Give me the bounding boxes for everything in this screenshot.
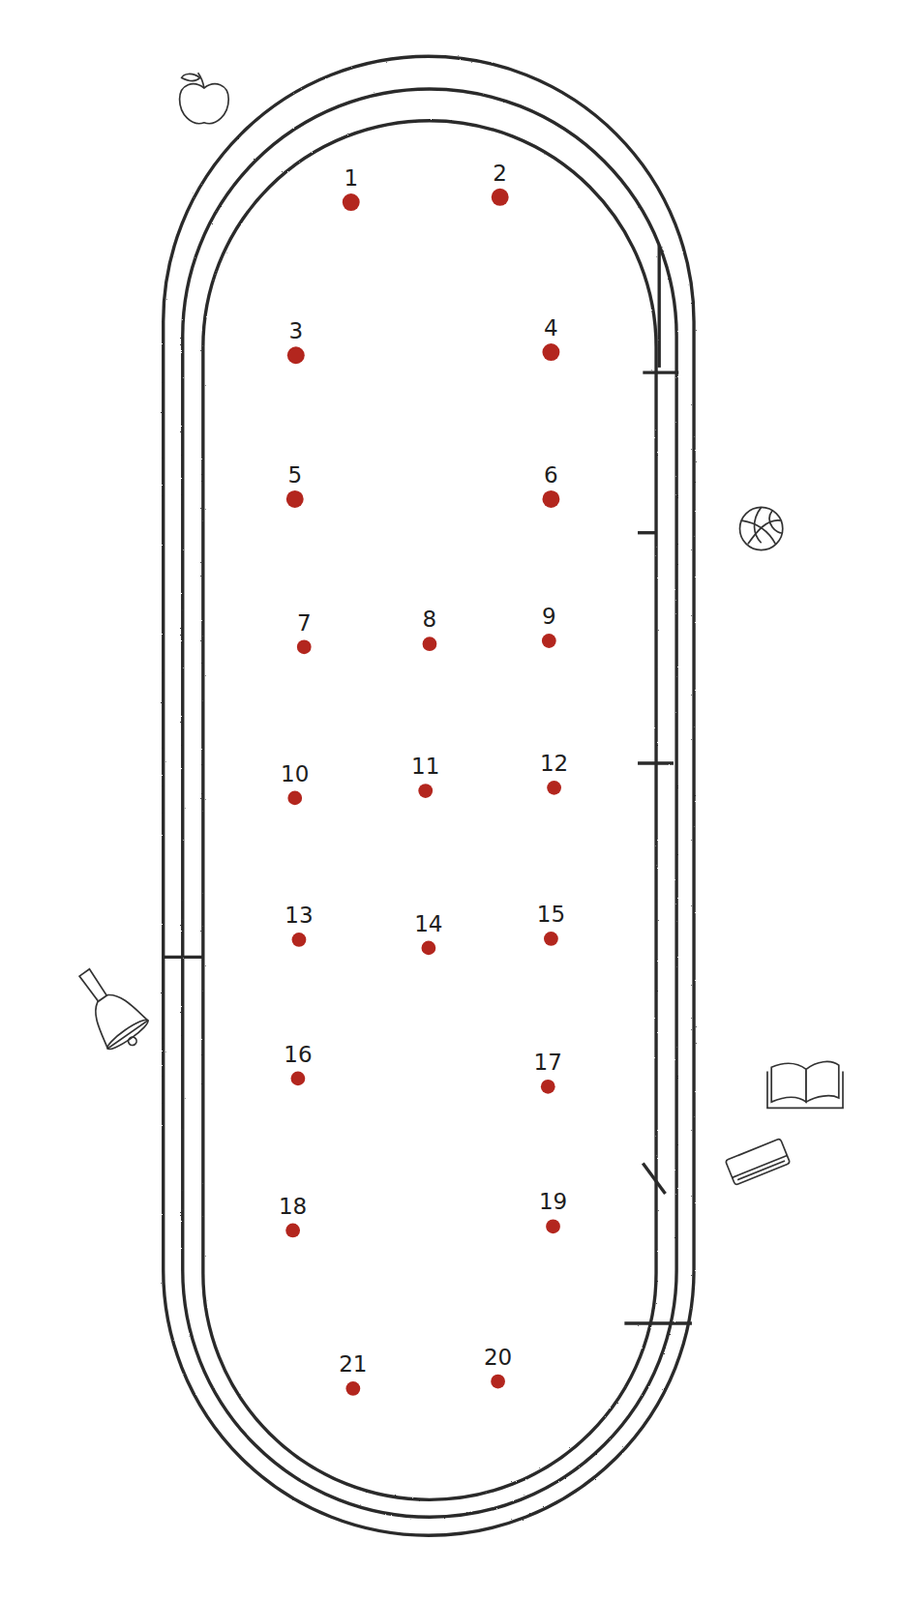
position-dot <box>540 1079 556 1095</box>
closed-book-icon <box>725 1138 791 1186</box>
callout-number: 19 <box>539 1191 568 1214</box>
callout-number: 15 <box>537 903 566 927</box>
callout-number: 13 <box>284 904 313 928</box>
position-dot <box>541 490 560 509</box>
position-dot <box>418 783 433 799</box>
apple-icon <box>179 72 230 123</box>
bell-icon <box>64 958 155 1059</box>
callout-number: 5 <box>287 464 302 487</box>
position-dot <box>541 633 557 649</box>
outer-lane <box>163 56 694 1536</box>
position-dot <box>285 1224 300 1239</box>
position-dot <box>541 343 560 361</box>
callout-number: 2 <box>492 162 508 185</box>
callout-number: 4 <box>543 317 559 340</box>
inner-lane <box>203 120 657 1501</box>
position-dot <box>422 636 438 652</box>
position-dot <box>491 188 510 207</box>
callout-number: 1 <box>343 167 359 190</box>
icons <box>64 72 843 1186</box>
position-dot <box>490 1375 506 1390</box>
callout-number: 16 <box>283 1044 312 1067</box>
position-dot <box>543 931 559 947</box>
callout-number: 9 <box>541 605 557 629</box>
callout-number: 11 <box>411 755 440 779</box>
tick-mark <box>163 956 204 959</box>
position-dot <box>421 941 437 957</box>
position-dot <box>342 193 360 211</box>
callout-number: 17 <box>534 1051 563 1075</box>
callout-number: 8 <box>422 608 438 631</box>
lane-mark <box>658 244 661 368</box>
lane-mark <box>642 1163 665 1195</box>
callout-number: 14 <box>414 913 443 936</box>
middle-lane <box>182 89 677 1518</box>
position-dot <box>345 1381 360 1397</box>
open-book-icon <box>767 1061 843 1109</box>
volleyball-icon <box>740 507 783 550</box>
callout-number: 10 <box>280 763 309 786</box>
callout-number: 18 <box>278 1196 307 1219</box>
tick-mark <box>637 761 674 765</box>
positions <box>285 188 562 1397</box>
callout-number: 21 <box>338 1353 367 1377</box>
callout-number: 6 <box>543 464 559 487</box>
position-dot <box>546 780 562 796</box>
position-dot <box>287 791 302 807</box>
position-dot <box>297 639 312 655</box>
callout-number: 3 <box>288 320 303 343</box>
tick-mark <box>637 531 656 535</box>
position-dot <box>545 1219 561 1234</box>
tick-mark <box>624 1321 692 1325</box>
callout-number: 12 <box>539 752 569 776</box>
callout-number: 7 <box>297 612 312 635</box>
track-lanes <box>163 56 694 1536</box>
position-dot <box>292 932 307 948</box>
position-dot <box>287 346 305 364</box>
callout-number: 20 <box>483 1347 512 1370</box>
position-dot <box>286 490 304 509</box>
position-dot <box>291 1071 306 1086</box>
tick-mark <box>642 370 679 374</box>
